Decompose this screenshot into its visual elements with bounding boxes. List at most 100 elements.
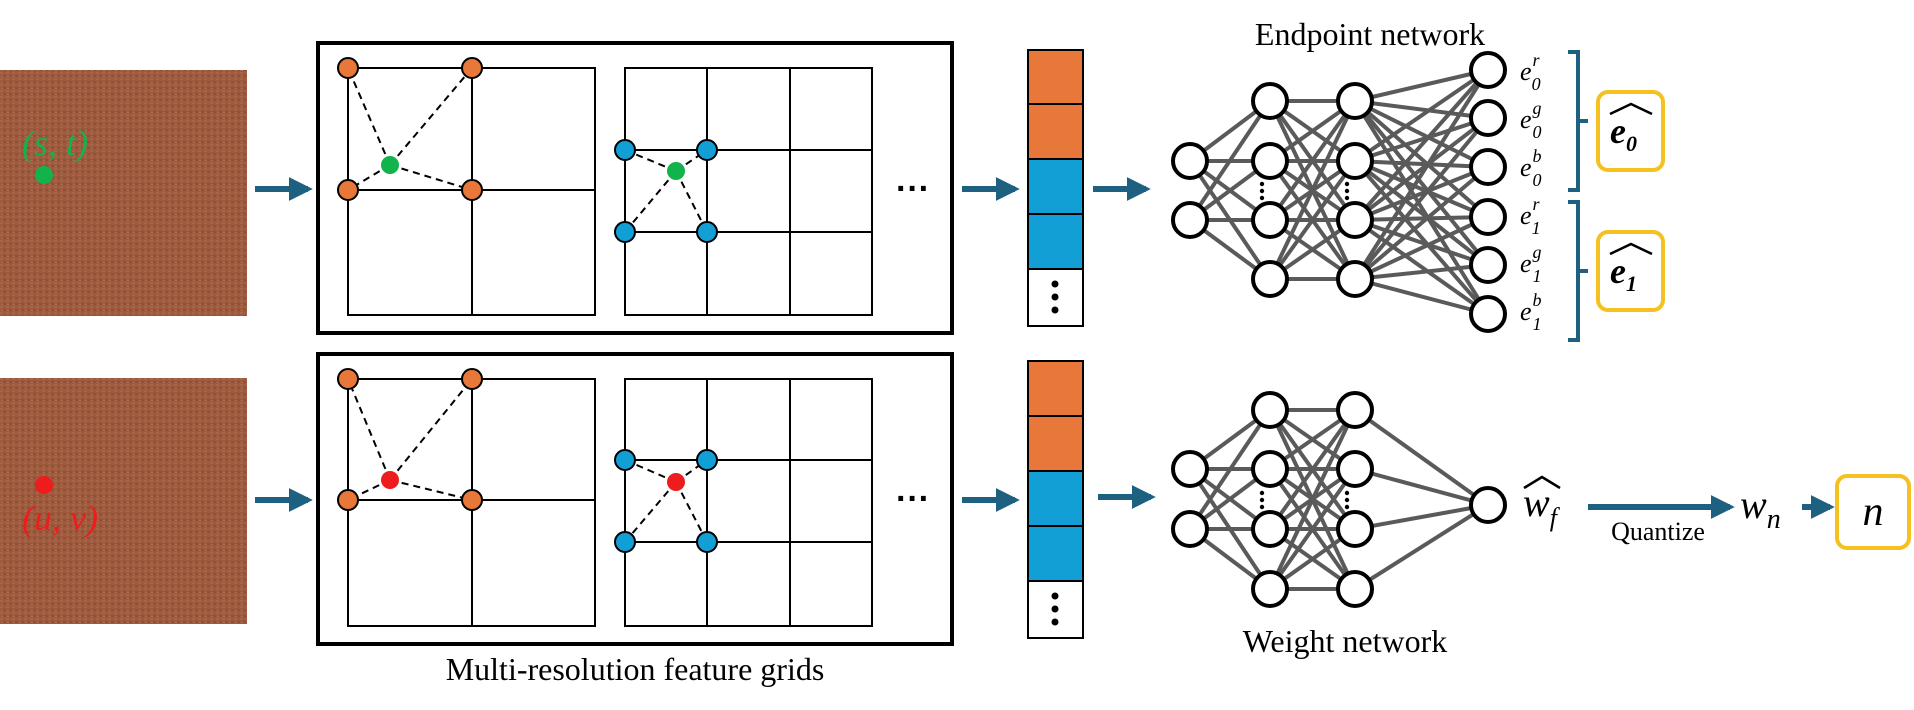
weight-network-title: Weight network — [1243, 623, 1447, 659]
endpoint-net-edge — [1354, 263, 1489, 281]
endpoint-net-edge — [1353, 159, 1490, 267]
endpoint-net-node — [1469, 295, 1507, 333]
endpoint-net-ellipsis-dot — [1259, 181, 1265, 187]
weight-net-ellipsis-dot — [1259, 497, 1265, 503]
endpoint-net-edge — [1353, 116, 1490, 281]
endpoint-net-ellipsis-dot — [1344, 188, 1350, 194]
weight-net-ellipsis-dot — [1259, 504, 1265, 510]
feature-vector-top — [1027, 49, 1084, 327]
weight-net-node — [1469, 486, 1507, 524]
endpoint-net-node — [1251, 260, 1289, 298]
interp-lines-coarse-bottom — [347, 378, 473, 501]
interp-lines-fine-top — [624, 149, 708, 233]
feature-grid-box-top — [316, 41, 954, 335]
endpoint-net-edge — [1353, 116, 1490, 222]
endpoint-net-node — [1336, 201, 1374, 239]
endpoint-net-node — [1336, 260, 1374, 298]
grid-vertex — [337, 489, 359, 511]
endpoint-net-edge — [1188, 99, 1272, 222]
endpoint-net-node — [1336, 142, 1374, 180]
grid-vertex — [337, 368, 359, 390]
endpoint-net-node — [1469, 51, 1507, 89]
grid-vertex — [337, 179, 359, 201]
endpoint-net-edge — [1354, 215, 1489, 281]
endpoint-network-nodes — [1171, 51, 1507, 333]
endpoint-net-edge — [1354, 99, 1489, 120]
coord-label-st: (s, t) — [22, 123, 88, 163]
hat-e1 — [1609, 242, 1653, 256]
weight-net-edge — [1188, 408, 1272, 531]
endpoint-net-node — [1251, 82, 1289, 120]
group-label-e1: e1 — [1610, 251, 1637, 296]
weight-net-node — [1251, 570, 1289, 608]
grid-vertex — [614, 531, 636, 553]
feature-grid-box-bottom — [316, 352, 954, 646]
endpoint-net-edge — [1353, 218, 1490, 316]
weight-net-edge — [1268, 467, 1357, 591]
grid-vertex — [461, 57, 483, 79]
weight-net-edge — [1354, 467, 1489, 507]
weight-net-edge — [1353, 503, 1490, 591]
endpoint-network-title: Endpoint network — [1255, 16, 1485, 52]
endpoint-net-edge — [1354, 68, 1489, 103]
vertical-ellipsis-bottom — [1051, 592, 1059, 626]
interp-lines-fine-bottom — [624, 459, 708, 543]
endpoint-net-edge — [1353, 99, 1490, 316]
weight-net-ellipsis-dot — [1259, 490, 1265, 496]
query-point-green — [667, 162, 685, 180]
query-point-green — [381, 156, 399, 174]
weight-net-node — [1336, 570, 1374, 608]
weight-net-ellipsis-dot — [1344, 497, 1350, 503]
endpoint-net-node — [1469, 198, 1507, 236]
endpoint-net-edge — [1268, 99, 1357, 222]
grid-vertex — [614, 139, 636, 161]
label-wn: wn — [1740, 482, 1781, 535]
grid-vertex — [461, 368, 483, 390]
endpoint-net-node — [1469, 148, 1507, 186]
fine-grid-top — [624, 67, 873, 316]
texture-image-top — [0, 70, 247, 316]
grid-vertex — [696, 221, 718, 243]
grid-vertex — [696, 449, 718, 471]
weight-net-node — [1251, 510, 1289, 548]
endpoint-net-edge — [1354, 159, 1489, 219]
endpoint-net-edge — [1353, 68, 1490, 163]
weight-net-node — [1251, 450, 1289, 488]
coord-label-uv: (u, v) — [22, 498, 98, 538]
highlight-e0-box — [1596, 90, 1665, 172]
endpoint-net-edge — [1353, 68, 1490, 281]
endpoint-net-ellipsis-dot — [1259, 188, 1265, 194]
hat-e0 — [1609, 102, 1653, 116]
sample-point-red — [35, 476, 53, 494]
endpoint-net-edge — [1353, 99, 1490, 267]
grid-vertex — [461, 179, 483, 201]
grid-vertex — [696, 139, 718, 161]
endpoint-net-edge — [1354, 116, 1489, 163]
endpoint-net-edge — [1353, 68, 1490, 222]
endpoint-net-node — [1469, 99, 1507, 137]
weight-network-nodes — [1171, 391, 1507, 608]
weight-net-edge — [1268, 408, 1357, 531]
weight-net-node — [1336, 450, 1374, 488]
grid-vertex — [337, 57, 359, 79]
grid-vertex — [614, 449, 636, 471]
grid-vertex — [461, 489, 483, 511]
endpoint-net-edge — [1354, 99, 1489, 169]
grid-vertex — [614, 221, 636, 243]
grid-vertex — [696, 531, 718, 553]
weight-net-node — [1171, 510, 1209, 548]
endpoint-net-node — [1251, 142, 1289, 180]
weight-net-node — [1336, 391, 1374, 429]
weight-net-ellipsis-dot — [1344, 504, 1350, 510]
weight-net-node — [1336, 510, 1374, 548]
bracket-e1 — [1568, 200, 1588, 342]
ellipsis-top: ··· — [896, 170, 930, 208]
bracket-e0 — [1568, 50, 1588, 192]
texture-image-bottom — [0, 378, 247, 624]
endpoint-net-edge — [1354, 277, 1489, 316]
weight-net-ellipsis-dot — [1344, 490, 1350, 496]
